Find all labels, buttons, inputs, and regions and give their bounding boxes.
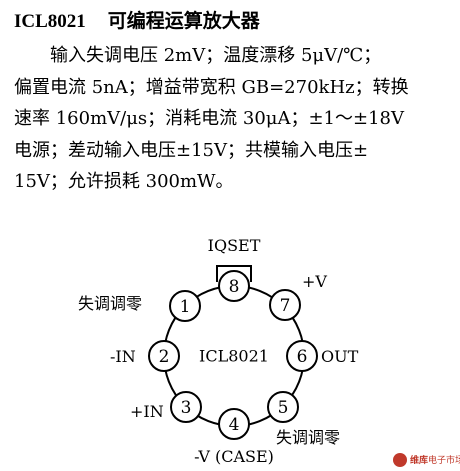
pin-8: 8 bbox=[218, 270, 250, 302]
pin-5: 5 bbox=[267, 391, 299, 423]
page-title: ICL8021 可编程运算放大器 bbox=[14, 6, 260, 33]
spec-line-2: 偏置电流 5nA；增益带宽积 GB=270kHz；转换 bbox=[14, 76, 409, 98]
pin-3: 3 bbox=[170, 391, 202, 423]
pin-4-label: -V (CASE) bbox=[194, 447, 274, 466]
pin-1-number: 1 bbox=[180, 297, 191, 317]
pin-7-number: 7 bbox=[280, 296, 291, 316]
pin-6-label: OUT bbox=[321, 347, 359, 366]
pin-1-label: 失调调零 bbox=[78, 294, 142, 313]
pin-3-label: +IN bbox=[130, 402, 164, 421]
spec-paragraph: 输入失调电压 2mV；温度漂移 5μV/℃； 偏置电流 5nA；增益带宽积 GB… bbox=[14, 40, 450, 198]
pin-6-number: 6 bbox=[297, 347, 308, 367]
pin-2-number: 2 bbox=[159, 347, 170, 367]
pin-5-label: 失调调零 bbox=[276, 428, 340, 447]
pin-2: 2 bbox=[148, 340, 180, 372]
watermark-logo: 维库 电子市场网 bbox=[393, 453, 460, 467]
pin-5-number: 5 bbox=[278, 398, 289, 418]
watermark-sub: 电子市场网 bbox=[428, 454, 460, 466]
pin-2-label: -IN bbox=[110, 347, 136, 366]
pin-4-number: 4 bbox=[229, 415, 240, 435]
pin-7-label: +V bbox=[302, 272, 327, 291]
pin-3-number: 3 bbox=[181, 398, 192, 418]
spec-line-3: 速率 160mV/μs；消耗电流 30μA；±1～±18V bbox=[14, 108, 404, 129]
chip-label: ICL8021 bbox=[199, 347, 269, 366]
pin-8-label: IQSET bbox=[208, 236, 261, 255]
spec-line-4: 电源；差动输入电压±15V；共模输入电压± bbox=[14, 139, 369, 161]
part-number: ICL8021 bbox=[14, 11, 86, 32]
pin-4: 4 bbox=[218, 408, 250, 440]
part-name: 可编程运算放大器 bbox=[107, 10, 260, 32]
watermark-brand: 维库 bbox=[410, 454, 428, 466]
package-key-tab bbox=[216, 265, 252, 282]
pin-1: 1 bbox=[169, 290, 201, 322]
pin-6: 6 bbox=[286, 340, 318, 372]
spec-line-5: 15V；允许损耗 300mW。 bbox=[14, 171, 234, 192]
pin-7: 7 bbox=[269, 289, 301, 321]
pin-8-number: 8 bbox=[229, 277, 240, 297]
spec-line-1: 输入失调电压 2mV；温度漂移 5μV/℃； bbox=[50, 45, 382, 66]
